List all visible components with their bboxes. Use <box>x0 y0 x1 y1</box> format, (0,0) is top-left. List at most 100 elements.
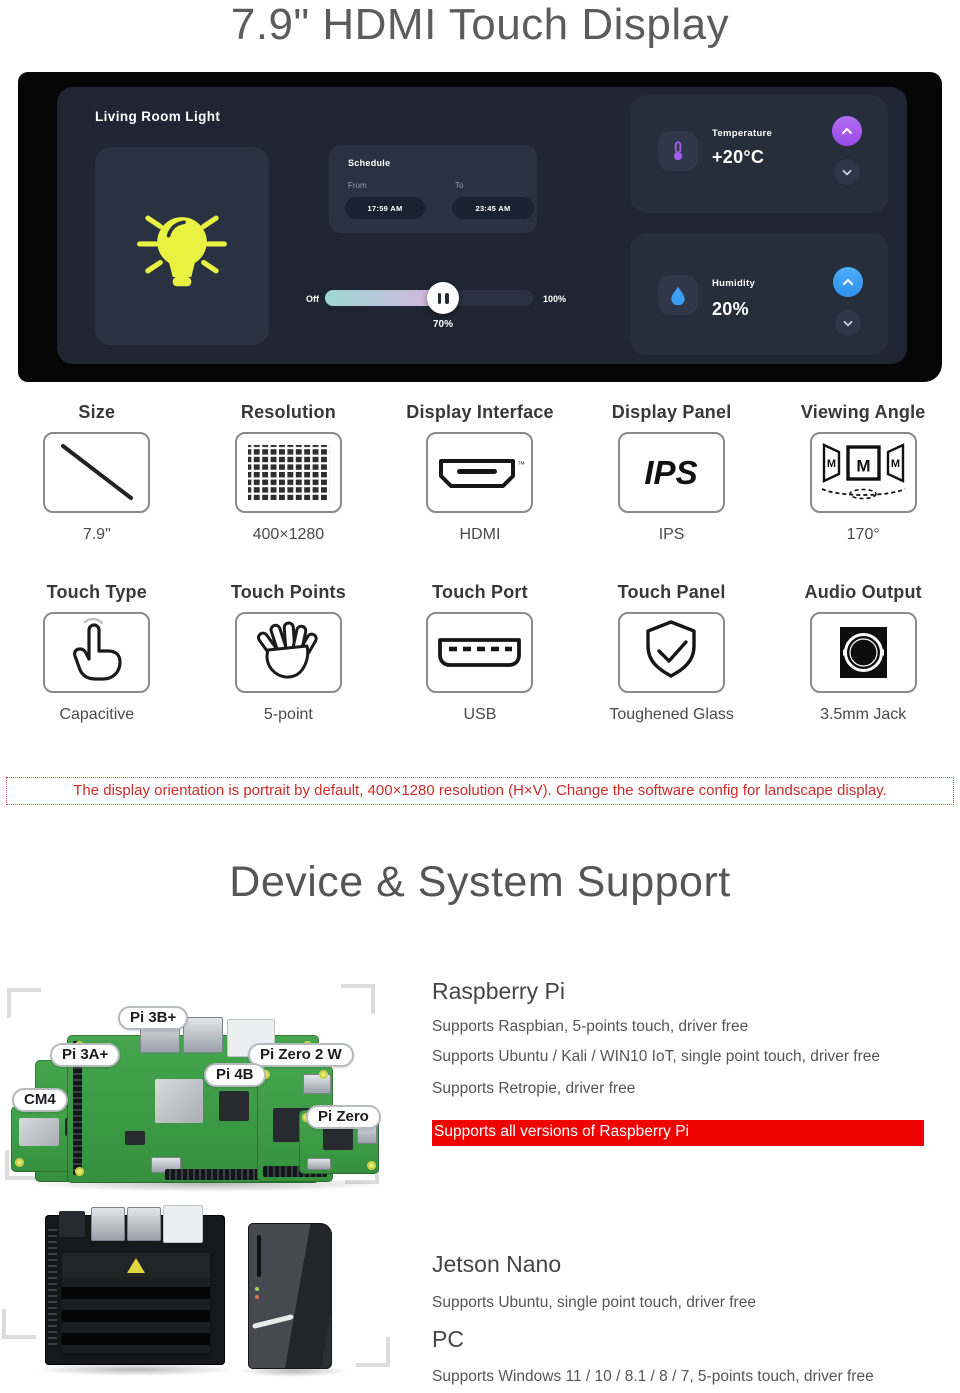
feature-touch-points: Touch Points 5-point <box>193 582 385 724</box>
frame-corner <box>341 984 375 1014</box>
frame-corner <box>2 1309 36 1339</box>
pointing-finger-icon <box>73 617 122 681</box>
from-time-button[interactable]: 17:59 AM <box>345 197 425 219</box>
brightness-slider[interactable] <box>325 282 533 314</box>
m-label: M <box>856 457 870 476</box>
humidity-value: 20% <box>712 299 749 319</box>
usb-port <box>91 1207 125 1241</box>
optical-drive-slot <box>257 1235 261 1277</box>
chevron-up-icon <box>842 128 852 134</box>
feature-title: Touch Panel <box>617 582 726 602</box>
power-led <box>255 1287 259 1291</box>
feature-value: 7.9" <box>82 526 111 543</box>
gpio-header <box>73 1041 82 1175</box>
humidity-label: Humidity <box>712 278 756 289</box>
display-bezel: Living Room Light Schedule From <box>18 72 942 382</box>
temperature-down-button[interactable] <box>834 159 860 185</box>
humidity-down-button[interactable] <box>835 310 861 336</box>
feature-icon-box: ™ <box>426 432 534 513</box>
feature-audio-output: Audio Output 3.5mm Jack <box>767 582 959 724</box>
feature-title: Display Panel <box>611 402 732 422</box>
schedule-card: Schedule From To 17:59 AM 23:45 AM <box>329 145 537 233</box>
slider-handle[interactable] <box>427 282 459 314</box>
feature-icon-box <box>234 612 342 693</box>
sd-slot <box>303 1074 331 1094</box>
nvidia-triangle-logo <box>127 1257 145 1273</box>
gpio-header <box>263 1166 327 1177</box>
page-title: 7.9" HDMI Touch Display <box>230 0 730 49</box>
feature-title: Audio Output <box>804 582 922 602</box>
case-accent <box>252 1313 294 1330</box>
feature-value: 5-point <box>263 706 313 723</box>
frame-corner <box>356 1337 390 1367</box>
support-text-column: Raspberry Pi Supports Raspbian, 5-points… <box>432 978 946 1393</box>
feature-value: Toughened Glass <box>609 706 734 723</box>
to-time-button[interactable]: 23:45 AM <box>452 197 534 219</box>
feature-icon-box <box>618 612 726 693</box>
water-droplet-icon <box>671 286 685 305</box>
from-label: From <box>348 181 367 190</box>
photo-shadow <box>35 1363 235 1376</box>
temperature-up-button[interactable] <box>832 116 862 146</box>
board-label-pi-zero-2w: Pi Zero 2 W <box>248 1043 354 1067</box>
light-bulb-card[interactable] <box>95 147 269 345</box>
feature-viewing-angle: Viewing Angle M M M 170° <box>767 402 959 544</box>
orientation-notice: The display orientation is portrait by d… <box>6 777 954 805</box>
chevron-up-icon <box>843 279 853 285</box>
feature-icon-box <box>234 432 342 513</box>
feature-icon-box: M M M <box>809 432 917 513</box>
mount-hole <box>75 1167 84 1176</box>
raspberry-pi-highlight: Supports all versions of Raspberry Pi <box>432 1120 924 1146</box>
frame-corner <box>5 1150 39 1180</box>
soc-chip <box>155 1079 203 1123</box>
feature-title: Display Interface <box>406 402 554 422</box>
shield-check-icon <box>646 620 696 678</box>
pause-bar <box>445 292 449 304</box>
feature-icon-box <box>809 612 917 693</box>
support-line: Supports Windows 11 / 10 / 8.1 / 8 / 7, … <box>432 1368 874 1385</box>
feature-touch-panel: Touch Panel Toughened Glass <box>576 582 768 724</box>
slider-fill <box>325 290 445 306</box>
feature-title: Touch Points <box>230 582 346 602</box>
board-label-cm4: CM4 <box>12 1088 68 1112</box>
jetson-nano-title: Jetson Nano <box>432 1251 562 1277</box>
feature-icon-box <box>43 612 151 693</box>
raspberry-pi-photo: Pi 3B+ Pi 3A+ Pi Zero 2 W Pi 4B CM4 Pi Z… <box>5 978 425 1210</box>
support-heading: Device & System Support <box>229 858 731 906</box>
droplet-tile <box>658 275 698 315</box>
support-line: Supports Ubuntu, single point touch, dri… <box>432 1294 756 1311</box>
hdmi-connector-icon: ™ <box>439 459 525 488</box>
temperature-value: +20°C <box>712 147 765 167</box>
usb-stack <box>183 1017 223 1053</box>
board-label-pi-4b: Pi 4B <box>204 1063 266 1087</box>
feature-icon-box: IPS <box>618 432 726 513</box>
to-label: To <box>455 181 464 190</box>
pixel-grid-icon <box>247 445 330 500</box>
shield <box>19 1118 59 1146</box>
jetson-heatsink-plate <box>62 1253 210 1277</box>
support-line: Supports Ubuntu / Kali / WIN10 IoT, sing… <box>432 1048 881 1065</box>
mount-hole <box>15 1158 24 1167</box>
gpio-header <box>48 1227 57 1349</box>
support-line: Supports Retropie, driver free <box>432 1080 636 1097</box>
feature-icon-box <box>43 432 151 513</box>
chip <box>125 1131 145 1145</box>
diagonal-line-icon <box>61 444 134 500</box>
feature-resolution: Resolution 400×1280 <box>193 402 385 544</box>
feature-grid: Size 7.9" Resolution 400×1280 Display In… <box>1 402 959 724</box>
usb-port <box>127 1207 161 1241</box>
slider-value-label: 70% <box>432 319 453 330</box>
tm-mark: ™ <box>517 460 525 469</box>
room-title: Living Room Light <box>95 109 221 124</box>
feature-value: 170° <box>846 526 880 543</box>
smart-home-demo-screen: Living Room Light Schedule From <box>57 87 907 364</box>
feature-value: IPS <box>658 526 685 543</box>
feature-value: HDMI <box>459 526 501 543</box>
chevron-down-icon <box>842 169 852 176</box>
feature-size: Size 7.9" <box>1 402 193 544</box>
humidity-card: Humidity 20% <box>630 233 888 355</box>
feature-value: USB <box>463 706 497 723</box>
hdd-led <box>255 1295 259 1299</box>
feature-display-panel: Display Panel IPS IPS <box>576 402 768 544</box>
humidity-up-button[interactable] <box>833 267 863 297</box>
